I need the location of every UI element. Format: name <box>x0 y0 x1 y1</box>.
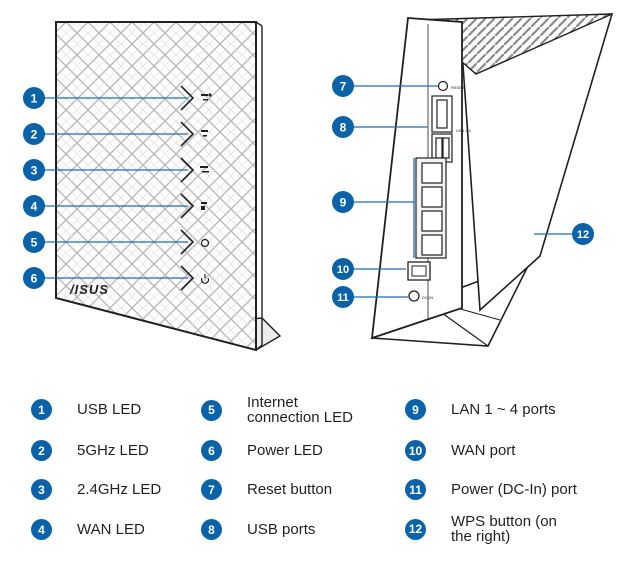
dc-in-port <box>408 290 420 302</box>
svg-text:3: 3 <box>31 164 38 178</box>
legend-badge: 12 <box>405 518 426 540</box>
legend-item-1: 1 USB LED <box>31 399 141 420</box>
led-indicator-icons <box>200 93 212 284</box>
svg-text:8: 8 <box>340 121 347 135</box>
legend-item-5: 5 Internet connection LED <box>201 395 353 425</box>
callout-badge-1: 1 <box>23 87 45 109</box>
svg-text:2: 2 <box>31 128 38 142</box>
usb-label: USB 2.0 <box>456 128 472 133</box>
callout-badge-11: 11 <box>332 286 354 308</box>
legend-item-9: 9 LAN 1 ~ 4 ports <box>405 399 556 420</box>
legend-label: USB ports <box>247 521 316 538</box>
legend-item-10: 10 WAN port <box>405 440 515 461</box>
legend-item-12: 12 WPS button (on the right) <box>405 514 557 544</box>
legend-label: WAN LED <box>77 521 145 538</box>
legend-label: Power (DC-In) port <box>451 481 577 498</box>
callout-badge-12: 12 <box>572 223 594 245</box>
callout-badge-3: 3 <box>23 159 45 181</box>
legend-badge: 1 <box>31 399 52 420</box>
led-chevrons <box>180 85 195 291</box>
legend-badge: 9 <box>405 399 426 420</box>
wan-led-icon <box>201 202 207 210</box>
svg-text:6: 6 <box>31 272 38 286</box>
callout-badge-10: 10 <box>332 258 354 280</box>
legend-label: Reset button <box>247 481 333 498</box>
internet-led-icon <box>200 238 210 248</box>
dc-in-label: DC-IN <box>422 295 433 300</box>
usb-port-group <box>431 95 453 163</box>
router-front-view: /ISUS <box>55 21 282 352</box>
callout-badge-7: 7 <box>332 75 354 97</box>
callout-badge-4: 4 <box>23 195 45 217</box>
back-callout-leaders <box>352 85 572 298</box>
callout-badge-6: 6 <box>23 267 45 289</box>
asus-logo: /ISUS <box>69 282 109 297</box>
legend-label: Internet connection LED <box>247 394 353 426</box>
svg-text:11: 11 <box>337 292 349 304</box>
legend-badge: 5 <box>201 399 222 421</box>
5ghz-led-icon <box>201 130 208 137</box>
svg-text:4: 4 <box>31 200 38 214</box>
legend-label: LAN 1 ~ 4 ports <box>451 401 556 418</box>
legend-badge: 3 <box>31 479 52 500</box>
legend-badge: 8 <box>201 519 222 540</box>
svg-text:10: 10 <box>337 264 349 276</box>
callout-badge-9: 9 <box>332 191 354 213</box>
legend-label: USB LED <box>77 401 142 418</box>
legend-badge: 4 <box>31 519 52 540</box>
reset-button-hole <box>437 80 449 92</box>
legend-badge: 10 <box>405 440 426 461</box>
front-callout-badges: 1 2 3 4 5 6 <box>23 87 45 289</box>
legend-item-4: 4 WAN LED <box>31 519 145 540</box>
legend-badge: 7 <box>201 479 222 500</box>
legend-label: WAN port <box>451 442 516 459</box>
svg-text:12: 12 <box>577 229 589 241</box>
back-callout-badges: 7 8 9 10 11 12 <box>332 75 594 308</box>
legend-label: Power LED <box>247 442 323 459</box>
svg-text:1: 1 <box>31 92 38 106</box>
legend-item-8: 8 USB ports <box>201 519 315 540</box>
legend-item-6: 6 Power LED <box>201 440 323 461</box>
front-callout-leaders <box>44 97 188 279</box>
lan-port-group <box>415 157 447 259</box>
callout-badge-2: 2 <box>23 123 45 145</box>
legend-label: 2.4GHz LED <box>77 481 162 498</box>
legend-badge: 2 <box>31 440 52 461</box>
legend-label: WPS button (on the right) <box>451 513 557 545</box>
svg-text:5: 5 <box>31 236 38 250</box>
legend-label: 5GHz LED <box>77 442 149 459</box>
legend-badge: 11 <box>405 479 426 500</box>
reset-label: RESET <box>451 85 465 90</box>
legend-item-7: 7 Reset button <box>201 479 332 500</box>
legend-badge: 6 <box>201 440 222 461</box>
callout-badge-8: 8 <box>332 116 354 138</box>
legend-item-11: 11 Power (DC-In) port <box>405 479 577 500</box>
svg-text:9: 9 <box>340 196 347 210</box>
legend-item-2: 2 5GHz LED <box>31 440 149 461</box>
power-led-icon <box>200 274 210 284</box>
callout-badge-5: 5 <box>23 231 45 253</box>
24ghz-led-icon <box>200 166 209 173</box>
svg-text:7: 7 <box>340 80 347 94</box>
legend-item-3: 3 2.4GHz LED <box>31 479 161 500</box>
usb-led-icon <box>201 93 212 101</box>
router-back-view: RESET USB 2.0 DC-IN <box>370 13 614 347</box>
